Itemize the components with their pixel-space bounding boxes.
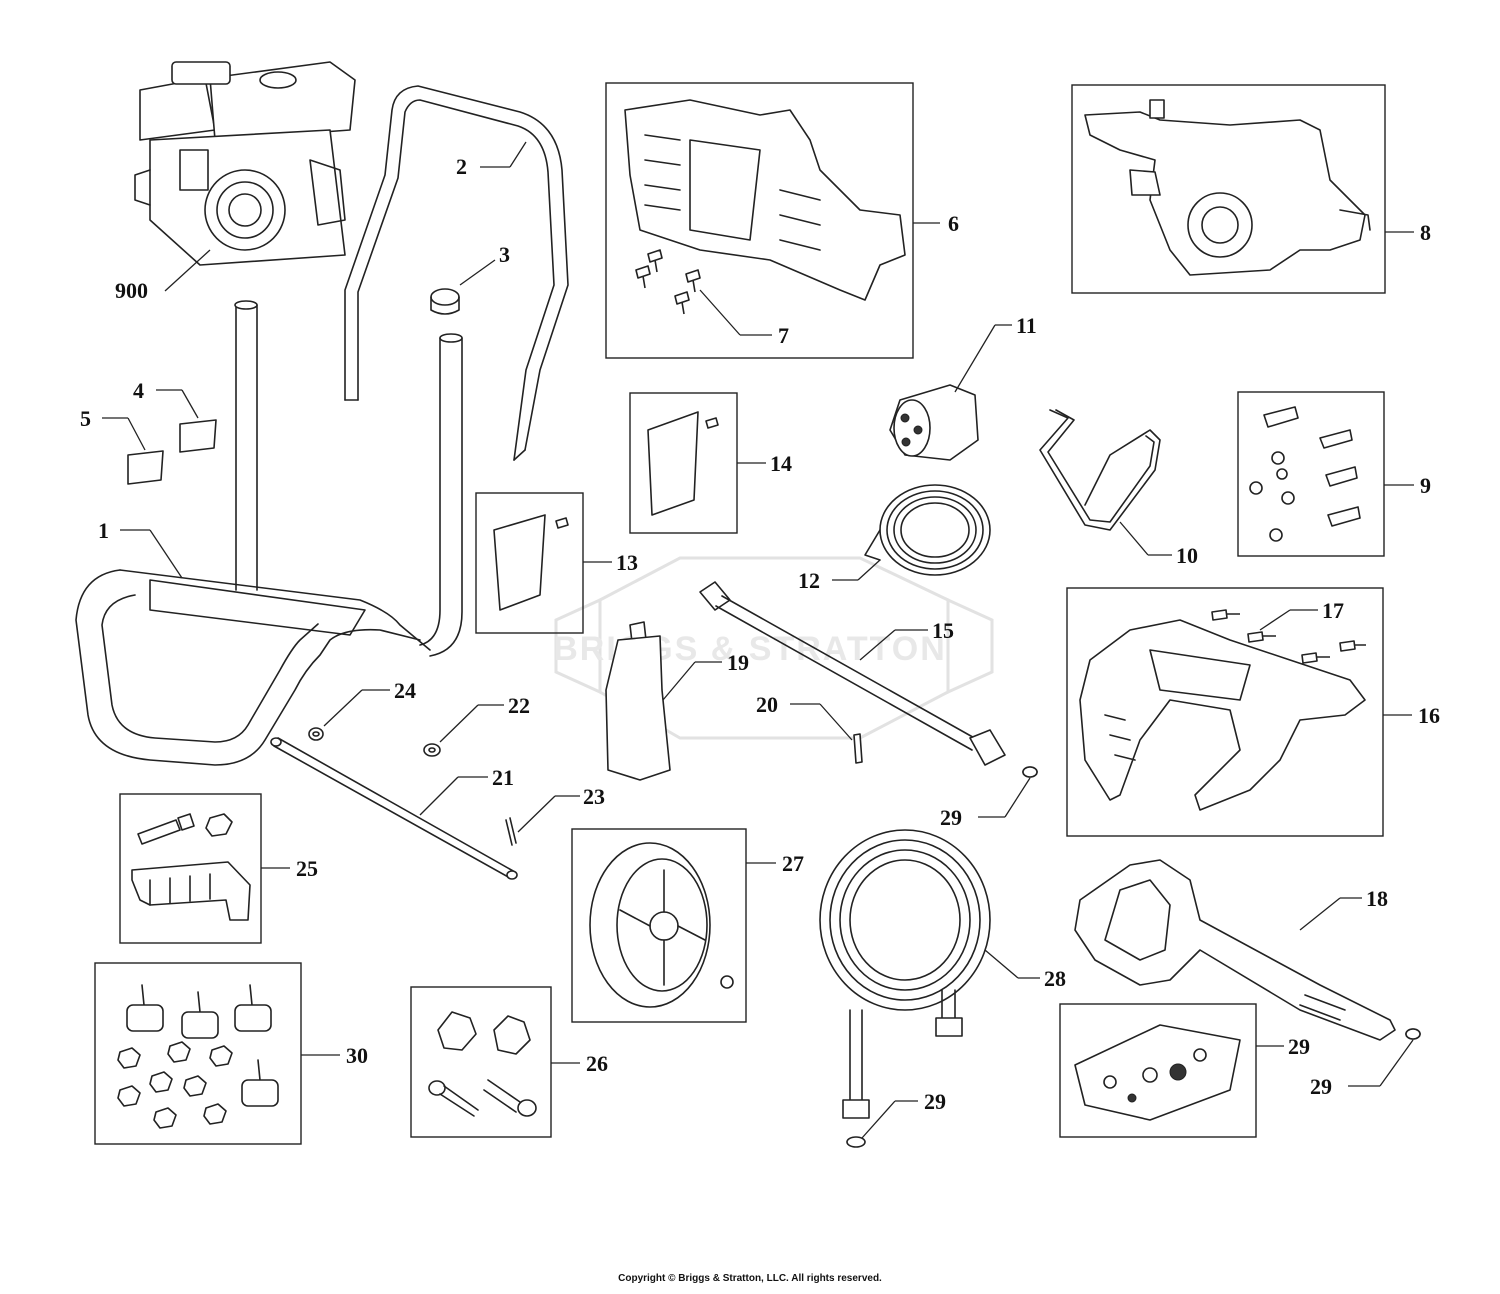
callout-19: 19 bbox=[727, 650, 749, 675]
part-19-detergent-tube bbox=[605, 621, 671, 781]
callout-3: 3 bbox=[499, 242, 510, 267]
callout-10: 10 bbox=[1176, 543, 1198, 568]
callout-30: 30 bbox=[346, 1043, 368, 1068]
callout-27: 27 bbox=[782, 851, 804, 876]
callout-21: 21 bbox=[492, 765, 514, 790]
part-900-engine bbox=[134, 61, 356, 266]
part-13-panel bbox=[493, 514, 569, 611]
part-7-screws bbox=[635, 249, 701, 315]
part-29-oring-lance bbox=[1022, 766, 1038, 778]
part-29-oring-kit bbox=[1074, 1024, 1241, 1121]
callout-900: 900 bbox=[115, 278, 148, 303]
part-9-bolts bbox=[1249, 406, 1361, 542]
callout-6: 6 bbox=[948, 211, 959, 236]
part-6-box bbox=[605, 82, 914, 359]
part-22-washer bbox=[423, 743, 441, 757]
callout-1: 1 bbox=[98, 518, 109, 543]
part-8-pump bbox=[1084, 99, 1371, 276]
part-16-holder bbox=[1079, 619, 1366, 811]
part-26-knobs-bolts bbox=[428, 1011, 537, 1117]
callout-18: 18 bbox=[1366, 886, 1388, 911]
part-28-hose bbox=[819, 829, 991, 1119]
part-5-label bbox=[127, 450, 164, 485]
callout-4: 4 bbox=[133, 378, 144, 403]
callout-13: 13 bbox=[616, 550, 638, 575]
callout-25: 25 bbox=[296, 856, 318, 881]
part-12-coil bbox=[864, 484, 991, 576]
callout-15: 15 bbox=[932, 618, 954, 643]
callout-29-kit: 29 bbox=[1288, 1034, 1310, 1059]
part-30-mounts bbox=[117, 984, 279, 1129]
callout-24: 24 bbox=[394, 678, 416, 703]
part-29-oring-hose bbox=[846, 1136, 866, 1148]
callout-7: 7 bbox=[778, 323, 789, 348]
callout-29-lance: 29 bbox=[940, 805, 962, 830]
part-26-box bbox=[410, 986, 552, 1138]
callout-28: 28 bbox=[1044, 966, 1066, 991]
part-27-box bbox=[571, 828, 747, 1023]
copyright-notice: Copyright © Briggs & Stratton, LLC. All … bbox=[618, 1273, 882, 1284]
part-27-wheel bbox=[589, 842, 734, 1008]
part-29-box bbox=[1059, 1003, 1257, 1138]
part-13-box bbox=[475, 492, 584, 634]
part-frame-tubes bbox=[234, 300, 463, 657]
part-15-lance bbox=[699, 581, 1038, 778]
callout-20: 20 bbox=[756, 692, 778, 717]
callout-5: 5 bbox=[80, 406, 91, 431]
part-3-cap bbox=[430, 288, 460, 315]
part-14-panel bbox=[647, 411, 719, 516]
callout-29-gun: 29 bbox=[1310, 1074, 1332, 1099]
part-20-pin bbox=[853, 733, 863, 764]
callout-17: 17 bbox=[1322, 598, 1344, 623]
callout-29-hose: 29 bbox=[924, 1089, 946, 1114]
callout-26: 26 bbox=[586, 1051, 608, 1076]
part-21-axle bbox=[270, 737, 518, 880]
callout-12: 12 bbox=[798, 568, 820, 593]
part-11-nozzle bbox=[889, 384, 979, 461]
part-17-screws bbox=[1211, 609, 1366, 664]
part-8-box bbox=[1071, 84, 1386, 294]
callout-23: 23 bbox=[583, 784, 605, 809]
part-24-spacer bbox=[308, 727, 324, 741]
part-25-hardware bbox=[131, 813, 251, 921]
part-1-frame bbox=[75, 569, 431, 766]
part-30-box bbox=[94, 962, 302, 1145]
part-2-handle bbox=[344, 85, 569, 461]
part-9-box bbox=[1237, 391, 1385, 557]
part-29-oring-gun bbox=[1405, 1028, 1421, 1040]
part-4-label bbox=[179, 419, 217, 453]
part-6-shroud bbox=[624, 99, 906, 301]
callout-9: 9 bbox=[1420, 473, 1431, 498]
part-10-hanger bbox=[1039, 409, 1161, 531]
part-23-pin bbox=[505, 817, 517, 846]
callout-8: 8 bbox=[1420, 220, 1431, 245]
callout-2: 2 bbox=[456, 154, 467, 179]
callout-22: 22 bbox=[508, 693, 530, 718]
callout-14: 14 bbox=[770, 451, 792, 476]
part-16-box bbox=[1066, 587, 1384, 837]
callout-11: 11 bbox=[1016, 313, 1037, 338]
callout-16: 16 bbox=[1418, 703, 1440, 728]
